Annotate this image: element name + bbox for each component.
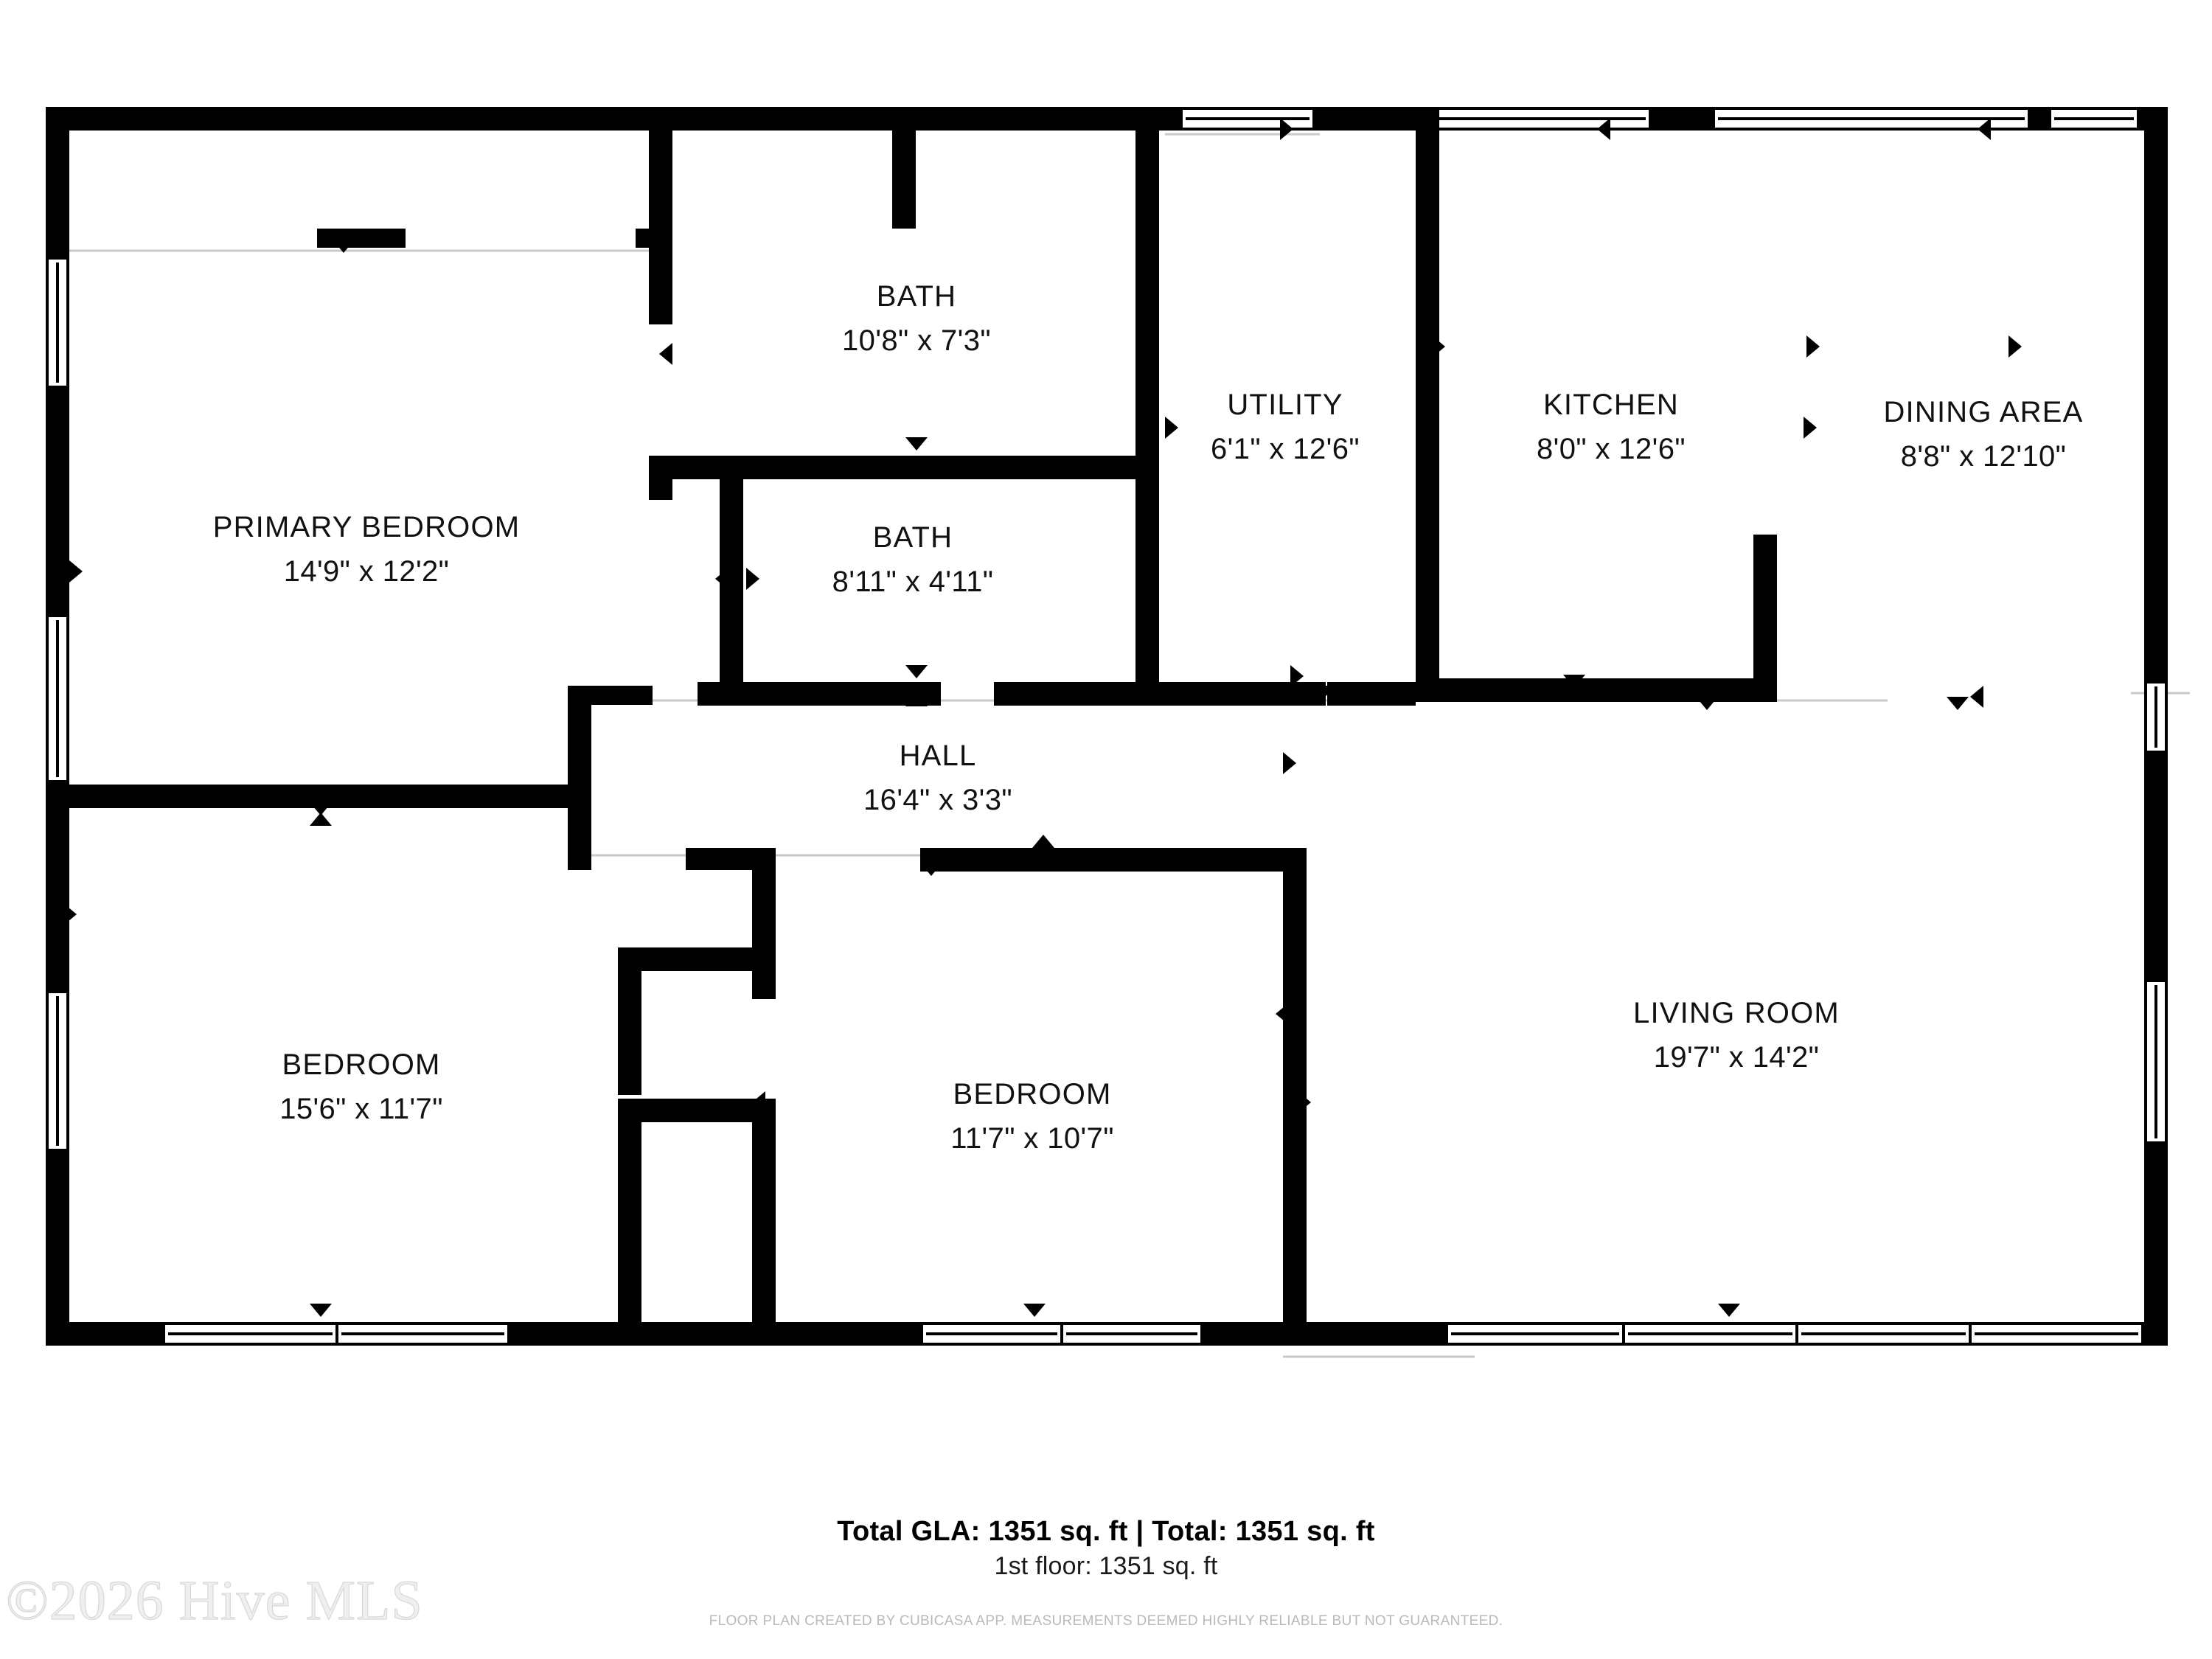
room-dimensions: 19'7" x 14'2": [1654, 1041, 1820, 1074]
interior-walls: [62, 107, 1777, 1327]
room-name: KITCHEN: [1543, 389, 1679, 421]
window-bottom-living-3: [1795, 1322, 1972, 1346]
windows: [46, 107, 2168, 1346]
disclaimer-text: FLOOR PLAN CREATED BY CUBICASA APP. MEAS…: [709, 1613, 1503, 1629]
exterior-walls: [46, 107, 2168, 1346]
room-name: LIVING ROOM: [1633, 997, 1840, 1029]
room-label-kitchen: KITCHEN 8'0" x 12'6": [1537, 389, 1686, 465]
room-name: HALL: [900, 740, 977, 772]
window-top-kitchen-1: [1180, 107, 1315, 131]
room-label-dining-area: DINING AREA 8'8" x 12'10": [1883, 396, 2083, 473]
total-gla-line: Total GLA: 1351 sq. ft | Total: 1351 sq.…: [837, 1516, 1375, 1547]
room-label-hall: HALL 16'4" x 3'3": [863, 740, 1012, 816]
window-left-primary-2: [46, 614, 69, 783]
room-dimensions: 6'1" x 12'6": [1211, 433, 1360, 465]
room-name: PRIMARY BEDROOM: [213, 511, 521, 543]
room-label-bedroom-middle: BEDROOM 11'7" x 10'7": [950, 1078, 1114, 1155]
window-bottom-living-4: [1969, 1322, 2144, 1346]
window-bottom-living-2: [1622, 1322, 1798, 1346]
window-bottom-bedroom-left-1: [162, 1322, 338, 1346]
window-left-primary-1: [46, 257, 69, 389]
first-floor-line: 1st floor: 1351 sq. ft: [994, 1551, 1218, 1580]
room-dimensions: 10'8" x 7'3": [842, 324, 991, 357]
room-dimensions: 8'8" x 12'10": [1901, 440, 2067, 473]
footer-summary: Total GLA: 1351 sq. ft | Total: 1351 sq.…: [0, 1515, 2212, 1630]
room-label-utility: UTILITY 6'1" x 12'6": [1211, 389, 1360, 465]
hairline-guides: [53, 111, 2190, 1358]
window-bottom-bedroom-mid-1: [920, 1322, 1063, 1346]
room-label-bath-second: BATH 8'11" x 4'11": [832, 521, 994, 598]
window-right-living-2: [2144, 979, 2168, 1144]
room-name: BATH: [877, 280, 957, 313]
room-label-bath-main: BATH 10'8" x 7'3": [842, 280, 991, 357]
room-label-primary-bedroom: PRIMARY BEDROOM 14'9" x 12'2": [213, 511, 521, 588]
room-label-living-room: LIVING ROOM 19'7" x 14'2": [1633, 997, 1840, 1074]
room-dimensions: 16'4" x 3'3": [863, 784, 1012, 816]
room-name: BATH: [873, 521, 953, 554]
mls-watermark: ©2026 Hive MLS: [5, 1569, 423, 1632]
room-name: DINING AREA: [1883, 396, 2083, 428]
room-dimensions: 11'7" x 10'7": [950, 1122, 1114, 1155]
window-bottom-bedroom-mid-2: [1060, 1322, 1203, 1346]
door-markers: [63, 118, 2022, 1317]
room-labels: PRIMARY BEDROOM 14'9" x 12'2" BATH 10'8"…: [213, 280, 2083, 1155]
room-dimensions: 15'6" x 11'7": [279, 1093, 443, 1125]
room-label-bedroom-left: BEDROOM 15'6" x 11'7": [279, 1048, 443, 1125]
room-dimensions: 8'0" x 12'6": [1537, 433, 1686, 465]
room-name: BEDROOM: [953, 1078, 1111, 1110]
window-bottom-living-1: [1445, 1322, 1625, 1346]
room-dimensions: 14'9" x 12'2": [284, 555, 450, 588]
window-top-kitchen-2: [1425, 107, 1652, 131]
window-right-living-1: [2144, 681, 2168, 754]
room-name: UTILITY: [1227, 389, 1343, 421]
window-top-dining-1: [1712, 107, 2031, 131]
room-dimensions: 8'11" x 4'11": [832, 566, 994, 598]
window-bottom-bedroom-left-2: [335, 1322, 510, 1346]
window-top-dining-2: [2048, 107, 2140, 131]
window-left-bedroom-1: [46, 990, 69, 1152]
room-name: BEDROOM: [282, 1048, 440, 1081]
